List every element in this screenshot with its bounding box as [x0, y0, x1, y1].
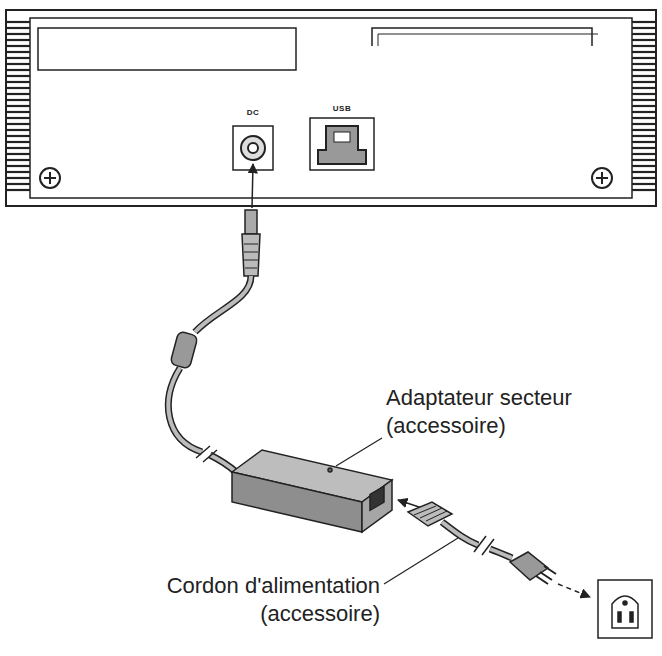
cooling-fin [6, 171, 30, 173]
cooling-fin [632, 123, 656, 125]
port-label: USB [324, 104, 360, 114]
device-rear-panel [6, 10, 656, 206]
cooling-fin [632, 69, 656, 71]
cooling-fin [6, 123, 30, 125]
cooling-fin [632, 177, 656, 179]
cooling-fin [632, 63, 656, 65]
cooling-fin [632, 153, 656, 155]
port-label: DC [238, 108, 268, 118]
wall-outlet [598, 580, 652, 638]
cooling-fin [632, 165, 656, 167]
leader-lines [336, 438, 458, 584]
dc-cable [168, 164, 260, 472]
cooling-fin [6, 39, 30, 41]
cooling-fin [632, 81, 656, 83]
cooling-fin [6, 93, 30, 95]
cooling-fin [632, 57, 656, 59]
cooling-fin [6, 33, 30, 35]
cooling-fin [6, 57, 30, 59]
cooling-fin [632, 75, 656, 77]
power-cord [398, 500, 590, 597]
cooling-fin [632, 51, 656, 53]
cooling-fin [632, 171, 656, 173]
cooling-fin [632, 27, 656, 29]
cooling-fin [6, 27, 30, 29]
cooling-fin [6, 189, 30, 191]
cooling-fin [632, 33, 656, 35]
cooling-fin [6, 69, 30, 71]
cooling-fin [6, 75, 30, 77]
cooling-fin [632, 87, 656, 89]
cooling-fin [6, 87, 30, 89]
cooling-fin [632, 189, 656, 191]
cooling-fin [6, 159, 30, 161]
cooling-fin [632, 39, 656, 41]
part-label: Adaptateur secteur (accessoire) [386, 384, 601, 439]
cooling-fin [632, 105, 656, 107]
cooling-fin [6, 183, 30, 185]
cooling-fin [632, 117, 656, 119]
cooling-fin [632, 45, 656, 47]
cooling-fin [632, 21, 656, 23]
cooling-fin [632, 141, 656, 143]
cooling-fin [6, 177, 30, 179]
cooling-fin [632, 135, 656, 137]
cooling-fin [6, 105, 30, 107]
cooling-fin [632, 99, 656, 101]
cooling-fin [6, 147, 30, 149]
cooling-fin [6, 21, 30, 23]
cooling-fin [632, 129, 656, 131]
cooling-fin [632, 111, 656, 113]
cooling-fin [6, 51, 30, 53]
cooling-fin [6, 129, 30, 131]
cooling-fin [632, 93, 656, 95]
part-label: Cordon d'alimentation (accessoire) [128, 572, 380, 627]
cooling-fin [6, 165, 30, 167]
cooling-fin [6, 117, 30, 119]
cooling-fin [6, 153, 30, 155]
cooling-fin [6, 135, 30, 137]
cooling-fin [6, 81, 30, 83]
ac-adapter [232, 450, 392, 532]
cooling-fin [6, 141, 30, 143]
cooling-fin [6, 63, 30, 65]
cooling-fin [632, 159, 656, 161]
cooling-fin [632, 183, 656, 185]
cooling-fin [6, 111, 30, 113]
cooling-fin [6, 45, 30, 47]
cooling-fin [632, 147, 656, 149]
cooling-fin [6, 99, 30, 101]
